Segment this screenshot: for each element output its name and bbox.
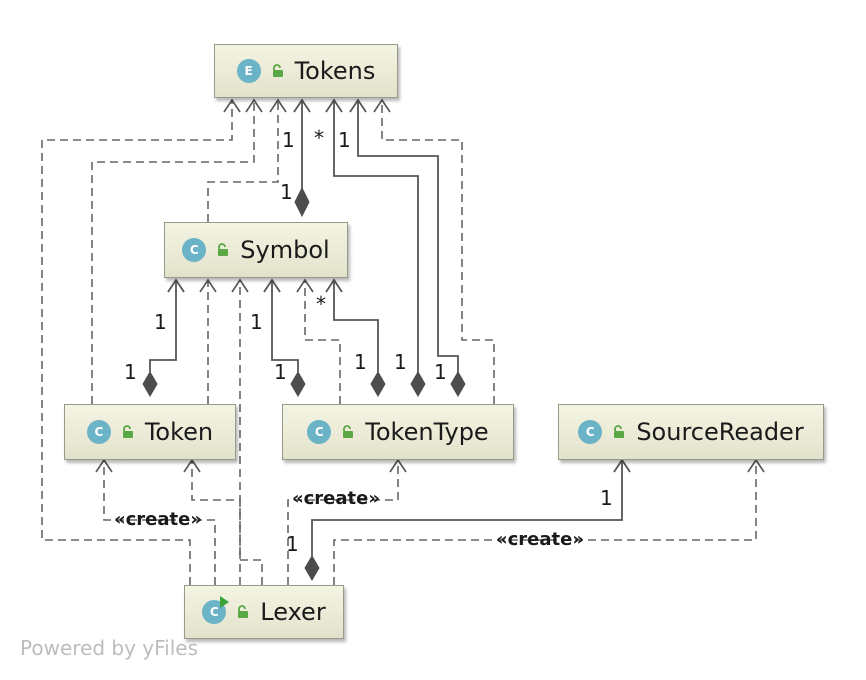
edge-tokentype-tokens (381, 100, 495, 404)
diamond-lexer-symbol (290, 371, 306, 397)
edge-lexer-token-create (103, 460, 216, 585)
edge-lexer-symbol (239, 280, 263, 585)
diamond-tokentype-tokens1 (410, 371, 426, 397)
multiplicity-label: 1 (434, 360, 447, 384)
enum-badge-icon: E (236, 59, 261, 83)
multiplicity-label: 1 (250, 310, 263, 334)
multiplicity-label: 1 (600, 486, 613, 510)
class-name: Lexer (260, 598, 326, 626)
class-token[interactable]: C Token (64, 404, 236, 460)
edge-tokentype-tokens-comp2 (357, 100, 459, 376)
unlocked-lock-icon (218, 243, 229, 256)
edge-token-tokens (91, 100, 255, 404)
class-name: Tokens (294, 57, 376, 85)
class-badge-icon: C (307, 420, 332, 444)
edge-lexer-sourcereader-comp (311, 460, 623, 556)
edge-lexer-symbol-comp (271, 280, 299, 372)
edge-tokentype-symbol (304, 280, 341, 404)
multiplicity-label: 1 (280, 180, 293, 204)
edge-lexer-token (191, 460, 241, 585)
edge-tokentype-tokens-comp1 (333, 100, 419, 376)
create-stereotype-label: «create» (292, 488, 380, 509)
unlocked-lock-icon (272, 64, 283, 77)
multiplicity-label: 1 (154, 310, 167, 334)
class-name: SourceReader (636, 418, 804, 446)
class-sourcereader[interactable]: C SourceReader (558, 404, 824, 460)
runnable-class-badge-icon: C (202, 596, 230, 624)
unlocked-lock-icon (343, 425, 354, 438)
class-name: Token (144, 418, 214, 446)
edge-symbol-tokens (207, 100, 279, 222)
class-badge-icon: C (182, 238, 207, 262)
edge-lexer-tokentype-create (287, 460, 399, 585)
unlocked-lock-icon (122, 425, 133, 438)
diamond-symbol-tokens (294, 186, 310, 218)
edge-tokentype-symbol-comp (333, 280, 379, 372)
multiplicity-label: 1 (338, 128, 351, 152)
diamond-token-symbol (142, 371, 158, 397)
edge-lexer-sourcereader-create (333, 460, 757, 585)
multiplicity-label: 1 (394, 350, 407, 374)
multiplicity-label: 1 (286, 532, 299, 556)
diamond-lexer-sourcereader (304, 555, 320, 581)
multiplicity-label: 1 (274, 360, 287, 384)
class-tokens[interactable]: E Tokens (214, 44, 398, 98)
edge-lexer-tokens (41, 100, 233, 585)
class-lexer[interactable]: C Lexer (184, 585, 344, 639)
edge-token-symbol-comp (149, 280, 177, 372)
class-name: Symbol (240, 236, 330, 264)
create-stereotype-label: «create» (496, 529, 584, 550)
multiplicity-label: * (314, 126, 324, 150)
class-name: TokenType (365, 418, 489, 446)
class-tokentype[interactable]: C TokenType (282, 404, 514, 460)
class-badge-icon: C (578, 420, 603, 444)
watermark-text: Powered by yFiles (20, 636, 198, 660)
class-badge-icon: C (86, 420, 111, 444)
multiplicity-label: * (316, 292, 326, 316)
multiplicity-label: 1 (354, 350, 367, 374)
unlocked-lock-icon (238, 605, 249, 618)
multiplicity-label: 1 (282, 128, 295, 152)
diamond-tokentype-symbol (370, 371, 386, 397)
multiplicity-label: 1 (124, 360, 137, 384)
create-stereotype-label: «create» (114, 509, 202, 530)
class-symbol[interactable]: C Symbol (164, 222, 348, 278)
run-icon (220, 596, 230, 608)
unlocked-lock-icon (614, 425, 625, 438)
diamond-tokentype-tokens2 (450, 371, 466, 397)
